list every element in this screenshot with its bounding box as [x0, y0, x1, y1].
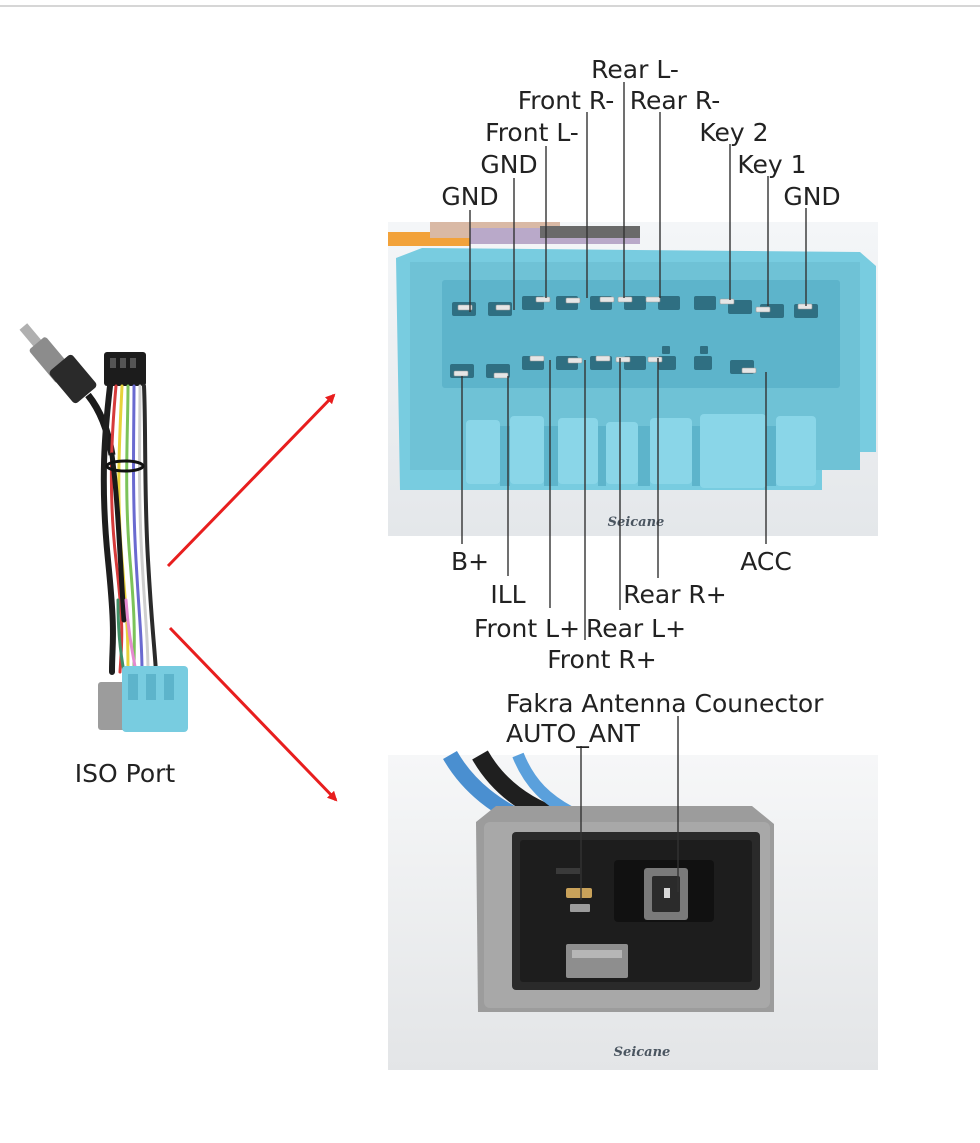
label-front-r-minus: Front R-	[518, 86, 615, 115]
main-connector-top-labels: Rear L- Front R- Rear R- Front L- Key 2 …	[441, 55, 840, 211]
label-rear-r-plus: Rear R+	[623, 580, 727, 609]
main-connector-bottom-labels: B+ ACC ILL Rear R+ Front L+ Rear L+ Fron…	[451, 547, 792, 674]
label-b-plus: B+	[451, 547, 489, 576]
label-front-l-plus: Front L+	[474, 614, 580, 643]
label-key-2: Key 2	[699, 118, 768, 147]
label-ill: ILL	[490, 580, 525, 609]
antenna-connector-photo: Seicane	[388, 750, 878, 1070]
iso-port-caption: ISO Port	[75, 759, 176, 788]
main-connector-leaders	[461, 82, 807, 640]
antenna-leaders	[580, 716, 679, 900]
iso-harness-illustration: ISO Port	[19, 323, 188, 788]
label-front-r-plus: Front R+	[547, 645, 657, 674]
antenna-plug	[19, 323, 116, 456]
harness-blue-connector	[122, 666, 188, 732]
label-key-1: Key 1	[737, 150, 806, 179]
antenna-watermark: Seicane	[614, 1045, 671, 1060]
label-acc: ACC	[740, 547, 792, 576]
wire-bundle	[100, 383, 158, 675]
main-watermark: Seicane	[608, 515, 665, 530]
arrow-to-antenna-connector	[168, 626, 338, 802]
arrow-to-main-connector	[166, 393, 336, 568]
label-front-l-minus: Front L-	[485, 118, 579, 147]
label-rear-l-plus: Rear L+	[586, 614, 686, 643]
label-gnd-3: GND	[783, 182, 840, 211]
label-rear-r-minus: Rear R-	[630, 86, 721, 115]
label-auto-ant: AUTO_ANT	[506, 719, 641, 748]
label-rear-l-minus: Rear L-	[591, 55, 679, 84]
black-power-plug	[104, 352, 146, 386]
harness-grey-connector	[98, 682, 128, 730]
label-fakra-antenna-connector: Fakra Antenna Counector	[506, 689, 824, 718]
label-gnd-2: GND	[480, 150, 537, 179]
label-gnd-1: GND	[441, 182, 498, 211]
antenna-labels: Fakra Antenna Counector AUTO_ANT	[506, 689, 824, 748]
main-connector-photo: Seicane	[388, 222, 878, 536]
